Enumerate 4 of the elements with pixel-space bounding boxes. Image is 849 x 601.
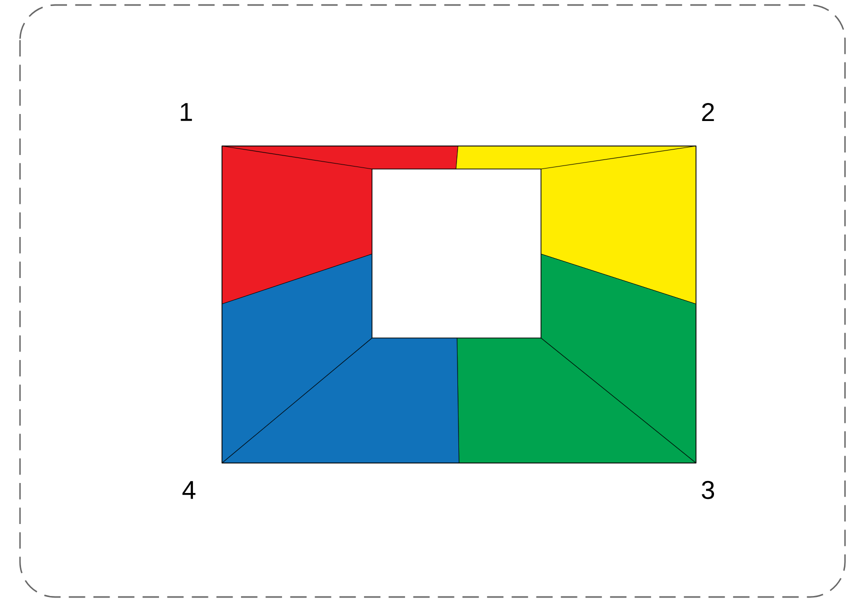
corner-number: 3 — [702, 480, 714, 500]
corner-number: 4 — [182, 481, 196, 499]
corner-number: 1 — [180, 103, 192, 121]
corner-number: 2 — [702, 102, 714, 121]
